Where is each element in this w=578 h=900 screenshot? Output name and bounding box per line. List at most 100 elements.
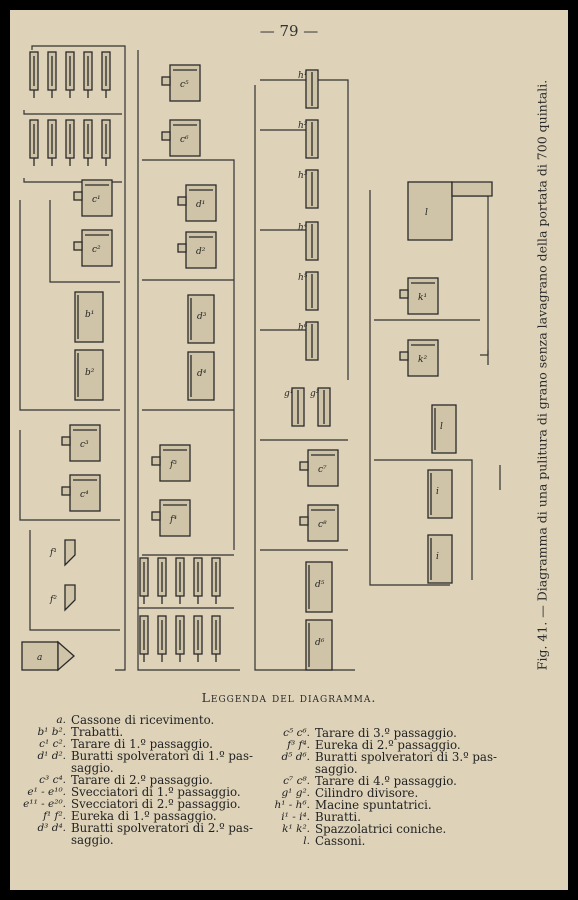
legend-item: d³ d⁴.Buratti spolveratori di 2.º pas- (12, 822, 257, 834)
figure-caption-text: Fig. 41. — Diagramma di una pulitura di … (534, 79, 550, 671)
tarara (81, 179, 113, 217)
legend-item: saggio. (272, 763, 547, 775)
diagram-label: k² (418, 355, 427, 365)
diagram-label: b² (85, 368, 95, 378)
legend-item: a.Cassone di ricevimento. (12, 714, 257, 726)
legend-text: Buratti spolveratori di 3.º pas- (315, 750, 497, 764)
diagram-label: d¹ (196, 200, 205, 210)
milling-diagram: c¹c²b¹b²c³c⁴f¹f²ac⁵c⁶d¹d²d³d⁴f³f⁴h¹h²h³h… (19, 45, 501, 672)
legend-text: Svecciatori di 1.º passaggio. (71, 785, 241, 799)
cassone-l (407, 181, 453, 241)
diagram-label: f¹ (49, 548, 57, 558)
legend-text: saggio. (315, 762, 358, 776)
legend-key: g¹ g². (281, 787, 310, 799)
tarara-fan (299, 516, 309, 526)
legend-text: Tarare di 4.º passaggio. (315, 774, 457, 788)
legend-text: Svecciatori di 2.º passaggio. (71, 797, 241, 811)
legend-key: i¹ - i⁴. (281, 811, 310, 823)
legend-text: Macine spuntatrici. (315, 798, 432, 812)
legend-key: f³ f⁴. (287, 739, 310, 751)
diagram-label: h⁵ (298, 273, 308, 283)
legend-key: h¹ - h⁶. (274, 799, 310, 811)
diagram-label: c¹ (92, 195, 101, 205)
tarara (159, 444, 191, 482)
diagram-label: l (440, 422, 443, 432)
legend-key: c⁵ c⁶. (283, 727, 310, 739)
pipe-line (452, 195, 489, 355)
pipe-line (369, 190, 450, 586)
legend-key (12, 834, 71, 846)
buratto (305, 619, 333, 671)
diagram-label: c⁸ (318, 520, 327, 530)
legend-item: i¹ - i⁴.Buratti. (272, 811, 547, 823)
diagram-label: h³ (298, 171, 308, 181)
legend-key: d⁵ d⁶. (281, 751, 310, 763)
diagram-label: d³ (197, 312, 207, 322)
legend-item: saggio. (12, 834, 257, 846)
diagram-label: h⁴ (298, 223, 308, 233)
tarara-fan (151, 456, 161, 466)
legend-text: Tarare di 1.º passaggio. (71, 737, 213, 751)
buratto (305, 561, 333, 613)
pipe-line (29, 530, 120, 631)
diagram-label: g² (310, 389, 320, 399)
cassone-top (451, 181, 493, 197)
legend-key: c¹ c². (39, 738, 66, 750)
tarara-fan (399, 289, 409, 299)
pipe-line (23, 110, 122, 115)
tarara (307, 504, 339, 542)
legend-left-column: a.Cassone di ricevimento.b¹ b². Trabatti.… (12, 714, 257, 846)
tarara (407, 339, 439, 377)
legend-item: c⁵ c⁶.Tarare di 3.º passaggio. (272, 727, 547, 739)
page-number: — 79 — (259, 22, 319, 40)
legend-item: f³ f⁴.Eureka di 2.º passaggio. (272, 739, 547, 751)
pipe-line (19, 200, 120, 411)
pipe-line (137, 50, 240, 671)
legend-item: saggio. (12, 762, 257, 774)
tarara-fan (299, 461, 309, 471)
tarara-fan (161, 131, 171, 141)
legend-text: Spazzolatrici coniche. (315, 822, 447, 836)
legend-item: g¹ g².Cilindro divisore. (272, 787, 547, 799)
tarara (407, 277, 439, 315)
diagram-label: f³ (169, 460, 177, 470)
legend-key: a. (56, 714, 66, 726)
legend-text: saggio. (71, 761, 114, 775)
legend-key: d³ d⁴. (37, 822, 66, 834)
legend-key: f¹ f². (43, 810, 66, 822)
legend-item: b¹ b². Trabatti. (12, 726, 257, 738)
diagram-label: d² (196, 247, 206, 257)
legend-text: Eureka di 1.º passaggio. (71, 809, 217, 823)
diagram-label: i (436, 487, 439, 497)
diagram-label: a (37, 653, 42, 663)
tarara-fan (399, 351, 409, 361)
eureka (64, 539, 76, 567)
buratto (187, 351, 215, 401)
legend-key: b¹ b². (37, 726, 66, 738)
legend-item: k¹ k². Spazzolatrici coniche. (272, 823, 547, 835)
legend-key (272, 763, 315, 775)
legend-key: k¹ k². (282, 823, 310, 835)
legend-item: c¹ c². Tarare di 1.º passaggio. (12, 738, 257, 750)
diagram-label: d⁵ (315, 580, 325, 590)
eureka (64, 584, 76, 612)
legend-item: l.Cassoni. (272, 835, 547, 847)
legend-item: d⁵ d⁶. Buratti spolveratori di 3.º pas- (272, 751, 547, 763)
legend-item: c⁷ c⁸.Tarare di 4.º passaggio. (272, 775, 547, 787)
diagram-label: c⁷ (318, 465, 327, 475)
buratto (187, 294, 215, 344)
pipe-line (142, 159, 235, 550)
tarara (307, 449, 339, 487)
pipe-line (19, 430, 120, 521)
diagram-label: d⁶ (315, 638, 325, 648)
legend-text: Trabatti. (71, 725, 124, 739)
buratto (427, 534, 453, 584)
diagram-label: c⁶ (180, 135, 189, 145)
tarara-fan (73, 241, 83, 251)
diagram-label: d⁴ (197, 369, 207, 379)
tarara (169, 64, 201, 102)
legend-text: saggio. (71, 833, 114, 847)
tarara-fan (161, 76, 171, 86)
tarara (69, 424, 101, 462)
